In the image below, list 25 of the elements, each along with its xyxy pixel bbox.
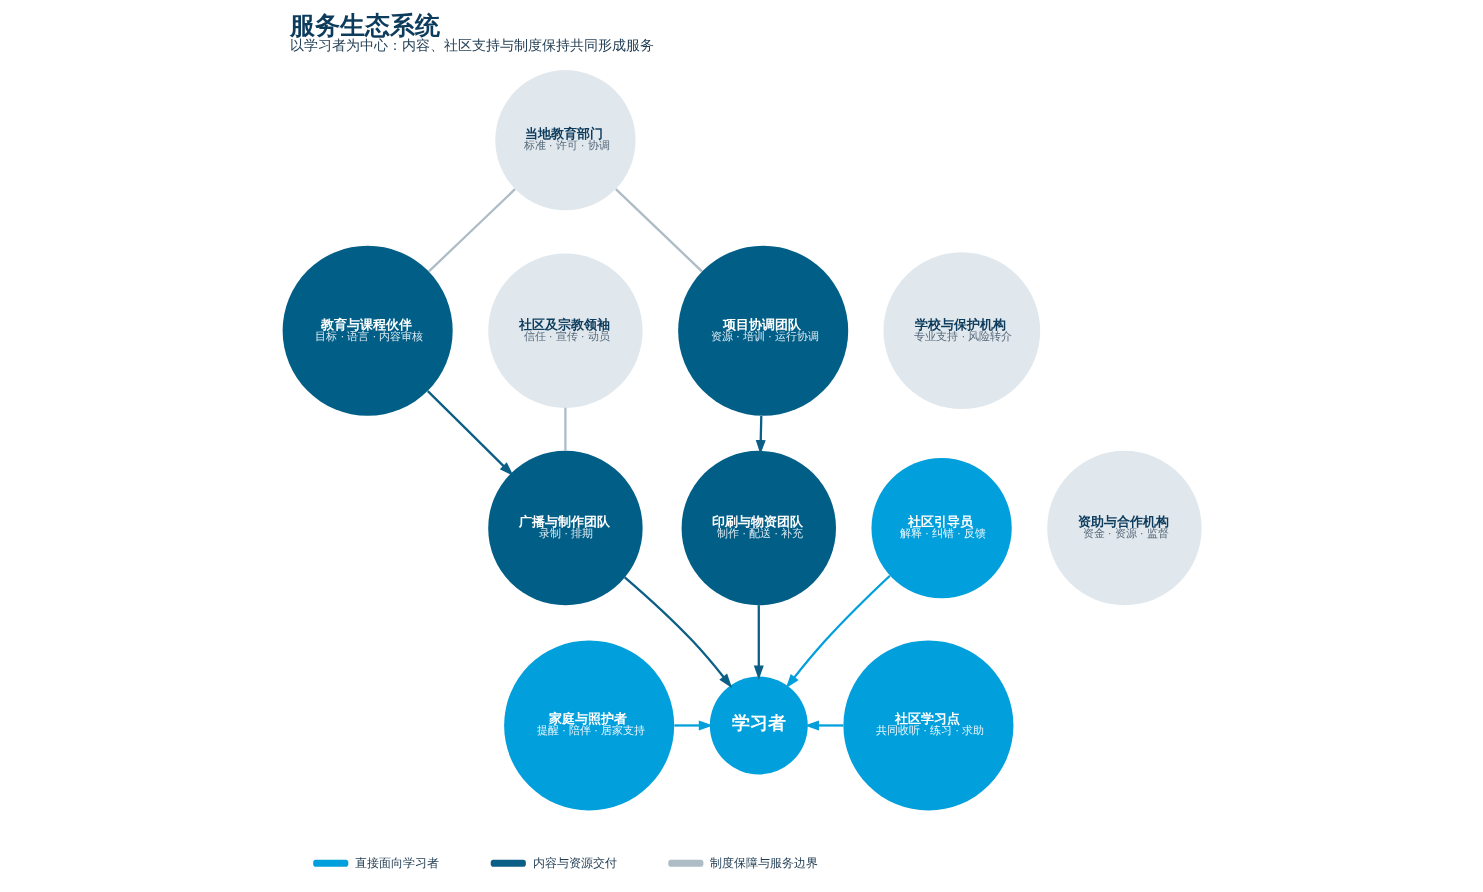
connector	[614, 188, 703, 273]
connector	[427, 188, 516, 273]
node-circle: 家庭与照护者 提醒 · 陪伴 · 居家支持	[503, 640, 674, 811]
arrow	[753, 605, 764, 680]
node-circle: 教育与课程伙伴 目标 · 语言 · 内容审核	[282, 245, 453, 416]
arrow	[426, 390, 513, 476]
node-circle: 社区学习点 共同收听 · 练习 · 求助	[842, 640, 1013, 811]
node-circle: 社区及宗教领袖 信任 · 宣传 · 动员	[487, 253, 643, 408]
node-circle: 资助与合作机构 资金 · 资源 · 监督	[1046, 450, 1202, 606]
connector	[563, 407, 567, 451]
node-circle: 学校与保护机构 专业支持 · 风险转介	[882, 252, 1040, 410]
arrow	[804, 720, 843, 731]
node-circle: 社区引导员 解释 · 纠错 · 反馈	[870, 457, 1012, 599]
legend-label: 制度保障与服务边界	[709, 855, 818, 870]
arrow	[785, 574, 891, 689]
arrow	[755, 415, 766, 455]
legend-label: 内容与资源交付	[532, 855, 617, 870]
legend-label: 直接面向学习者	[354, 855, 439, 870]
node-circle: 项目协调团队 资源 · 培训 · 运行协调	[677, 245, 848, 416]
node-circle: 广播与制作团队 录制 · 排期	[487, 450, 643, 606]
arrow	[673, 720, 713, 731]
node-circle: 印刷与物资团队 制作 · 配送 · 补充	[681, 450, 836, 606]
arrow	[623, 576, 732, 688]
node-circle: 学习者	[709, 676, 808, 775]
node-circle: 当地教育部门 标准 · 许可 · 协调	[494, 70, 636, 211]
